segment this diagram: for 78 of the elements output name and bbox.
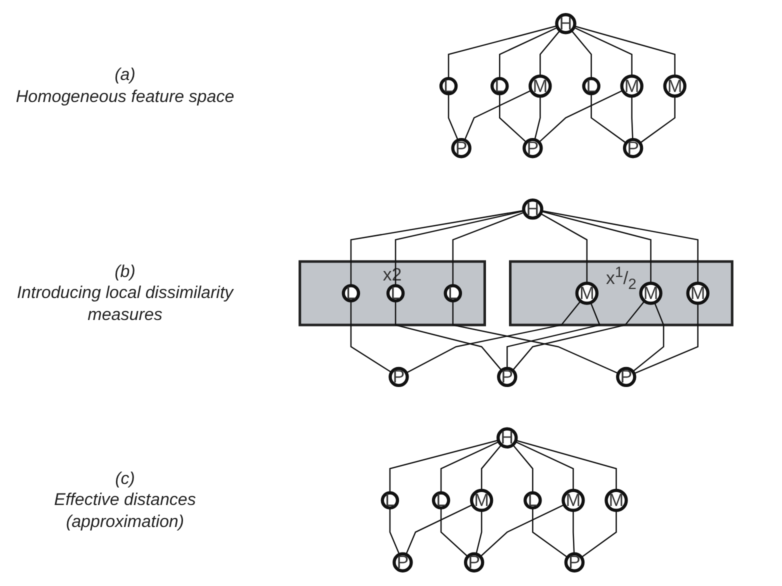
connector xyxy=(590,94,627,144)
panel-caption: Effective distances (approximation) xyxy=(53,489,197,532)
connector xyxy=(574,25,676,76)
connector xyxy=(389,508,400,555)
node-circle: L xyxy=(342,284,360,302)
connector xyxy=(512,444,534,493)
connector xyxy=(350,300,392,373)
connector xyxy=(571,30,592,79)
connector xyxy=(512,300,646,371)
connector xyxy=(394,300,502,371)
node-circle: L xyxy=(432,491,450,510)
connector xyxy=(480,444,502,490)
node-circle: M xyxy=(604,488,628,512)
node-circle: P xyxy=(497,366,518,388)
connector xyxy=(499,94,527,143)
connector xyxy=(406,300,582,374)
connector xyxy=(389,440,499,493)
connector xyxy=(540,212,588,284)
connector xyxy=(515,441,574,490)
node-circle: M xyxy=(562,488,585,512)
node-circle: P xyxy=(564,552,585,572)
node-circle: L xyxy=(386,284,405,302)
node-circle: M xyxy=(528,74,552,98)
connector xyxy=(540,30,560,76)
node-circle: P xyxy=(622,138,644,158)
node-circle: H xyxy=(555,13,576,34)
node-circle: P xyxy=(392,552,413,572)
connector xyxy=(581,510,617,558)
node-circle: L xyxy=(490,76,509,96)
connector xyxy=(480,504,564,558)
node-circle: L xyxy=(444,284,462,302)
node-circle: M xyxy=(639,282,662,305)
panel-letter: (c) xyxy=(114,468,136,490)
node-circle: P xyxy=(451,138,472,158)
connector xyxy=(440,508,468,558)
connector xyxy=(499,26,558,79)
node-circle: M xyxy=(575,282,599,305)
connector xyxy=(534,96,541,140)
connector xyxy=(452,300,619,374)
node-circle: M xyxy=(620,74,644,98)
connector xyxy=(532,508,568,558)
connector xyxy=(631,96,634,140)
connector xyxy=(541,210,698,284)
connector xyxy=(476,510,482,554)
node-circle: M xyxy=(663,74,686,98)
connector xyxy=(394,210,524,286)
node-circle: P xyxy=(616,366,636,388)
node-circle: M xyxy=(686,282,710,305)
node-circle: H xyxy=(522,198,544,220)
connector xyxy=(506,302,601,368)
connector xyxy=(574,26,632,76)
panel-letter: (b) xyxy=(114,261,136,282)
node-circle: L xyxy=(439,76,458,96)
connector xyxy=(541,210,652,284)
panel-caption: Homogeneous feature space xyxy=(14,86,236,107)
node-circle: P xyxy=(388,366,409,388)
connector xyxy=(452,212,524,286)
node-circle: H xyxy=(496,427,518,449)
node-circle: L xyxy=(582,76,600,96)
connector xyxy=(538,90,624,143)
node-circle: P xyxy=(522,138,543,158)
connector xyxy=(572,510,575,554)
connector xyxy=(350,210,524,286)
connector xyxy=(440,441,500,493)
connector xyxy=(405,504,473,555)
connector xyxy=(632,302,664,372)
node-circle: L xyxy=(380,491,400,510)
panel-caption: Introducing local dissimilarity measures xyxy=(16,282,235,325)
panel-letter: (a) xyxy=(114,64,136,86)
connector xyxy=(516,440,617,490)
node-circle: M xyxy=(470,488,494,512)
node-circle: P xyxy=(464,552,484,572)
connector xyxy=(640,96,676,144)
node-circle: L xyxy=(524,491,542,510)
connector xyxy=(634,303,698,374)
connector xyxy=(448,25,558,79)
connector xyxy=(448,94,459,140)
connector xyxy=(464,90,532,140)
